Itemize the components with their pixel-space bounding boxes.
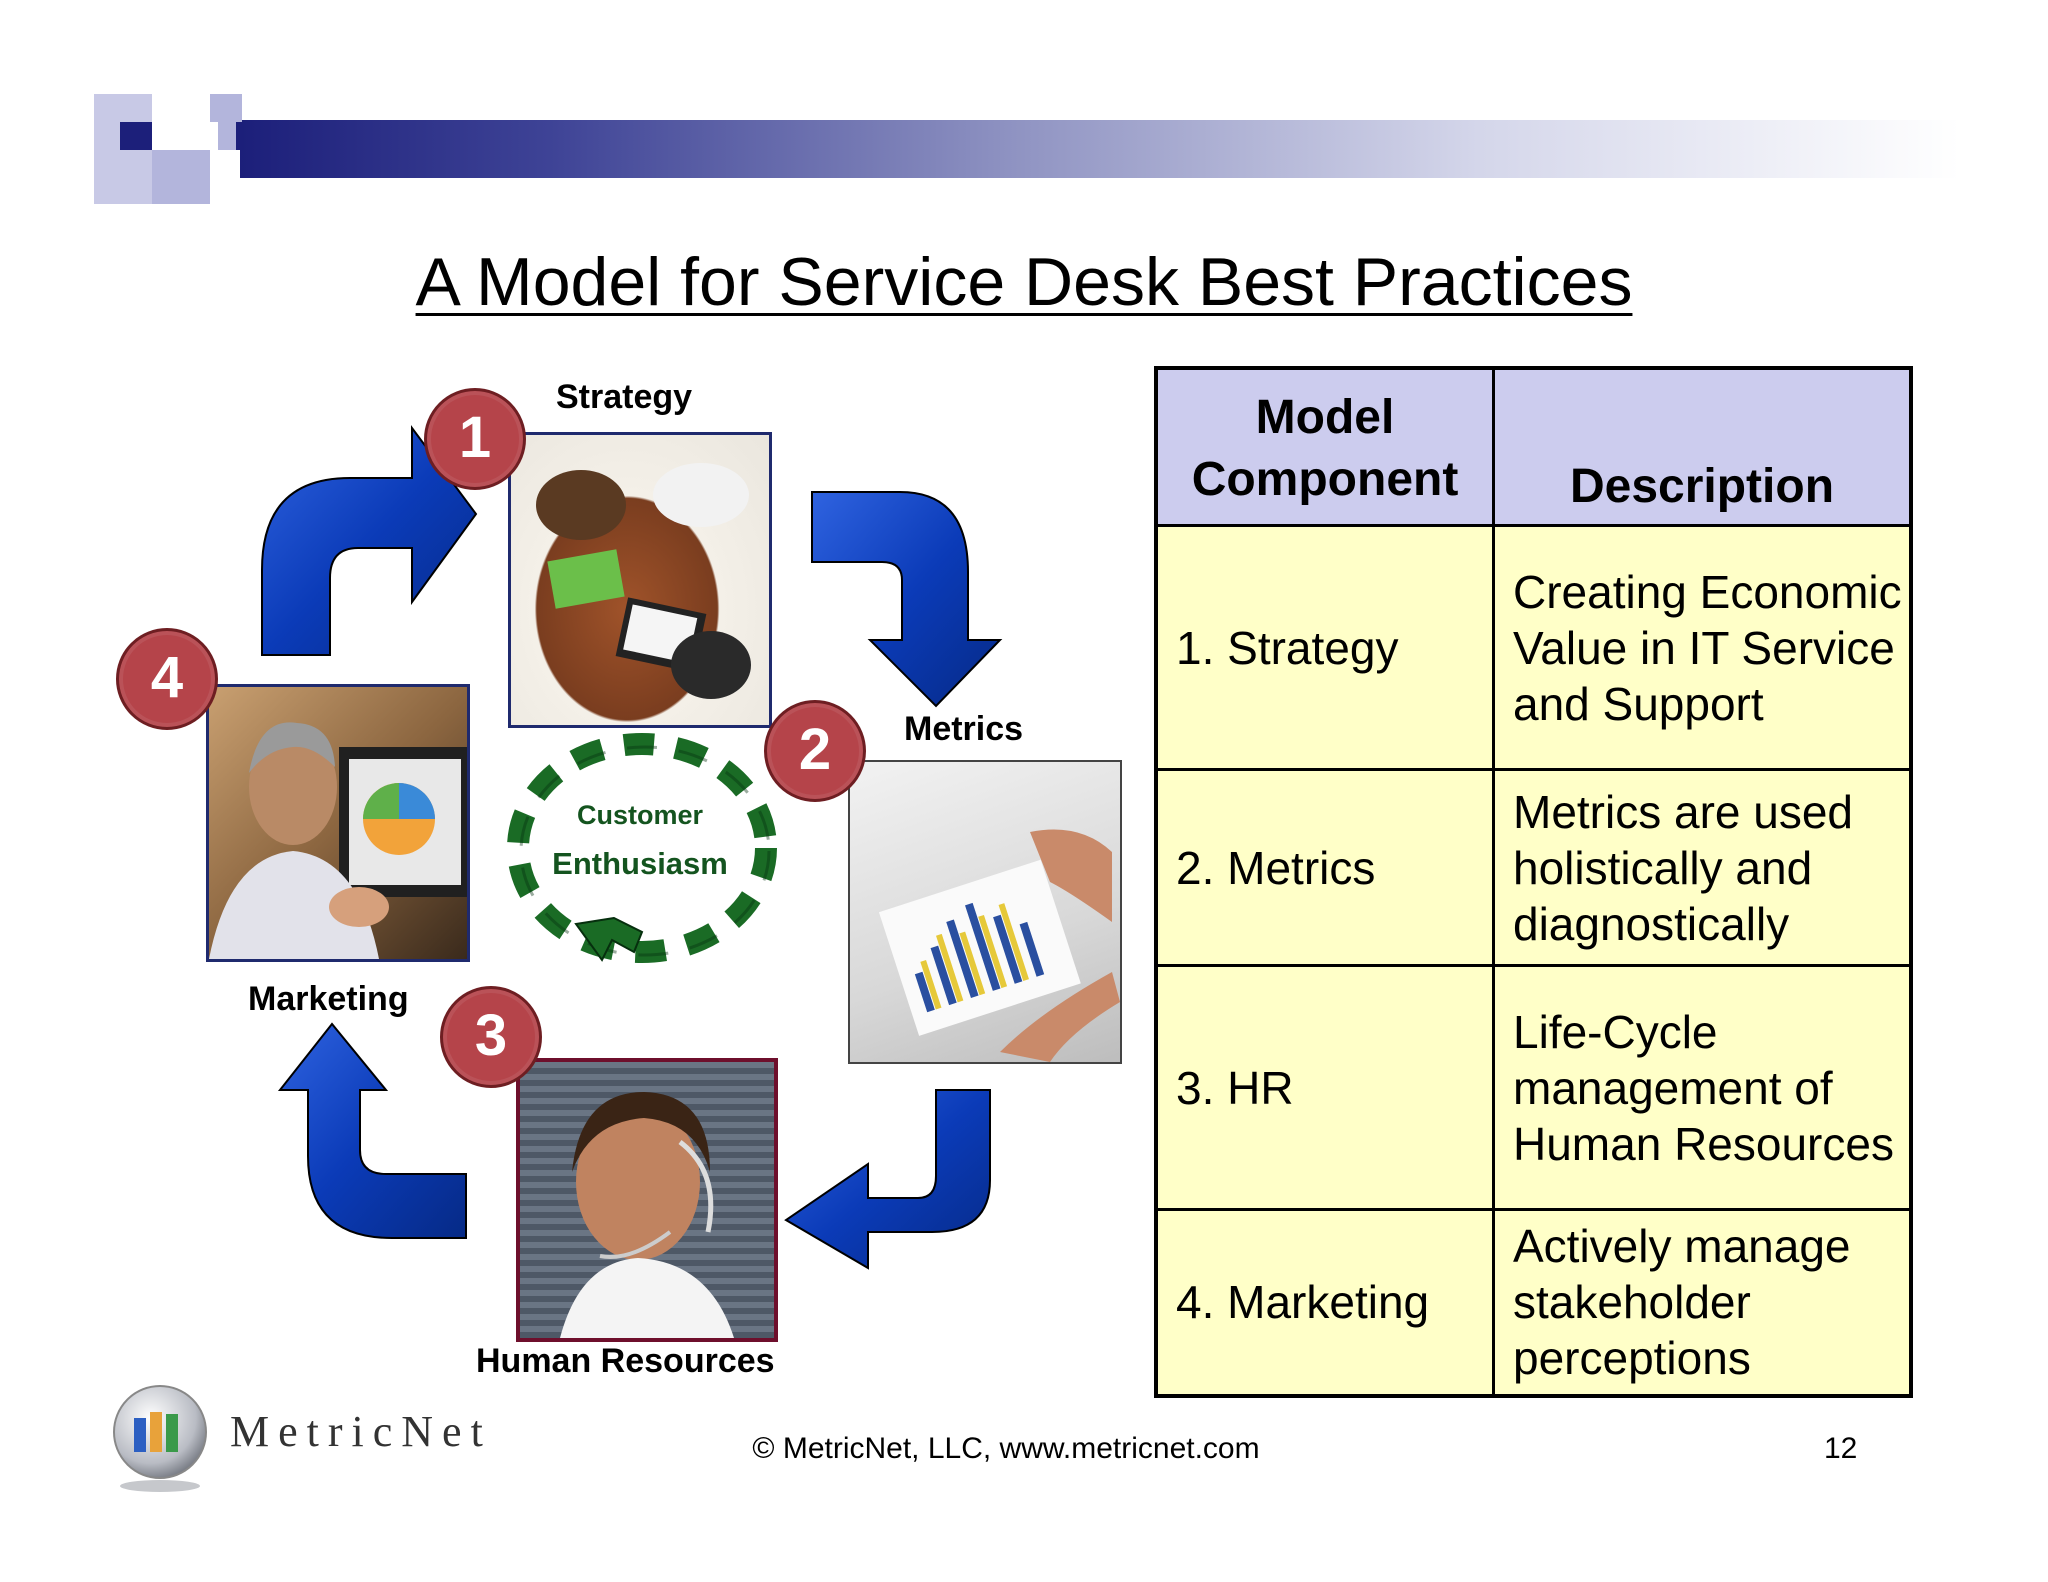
arrow-marketing-to-strategy [261,424,478,656]
header-band [240,120,1960,178]
step-badge-1: 1 [424,388,526,490]
metrics-photo [848,760,1122,1064]
header-model-component: Model Component [1154,366,1495,527]
table-row: 1. Strategy Creating Economic Value in I… [1154,524,1913,771]
marketing-photo [206,684,470,962]
logo-wordmark: MetricNet [230,1407,492,1456]
row-component: 3. HR [1154,964,1495,1211]
cycle-diagram: 1 2 3 4 Strategy Metrics Human Resources… [0,0,1150,1400]
metricnet-logo: MetricNet [112,1384,512,1494]
step-label-marketing: Marketing [248,980,409,1018]
header-description: Description [1492,366,1913,527]
step-label-human-resources: Human Resources [476,1342,775,1380]
ring-arrowhead [574,916,644,962]
step-label-metrics: Metrics [904,710,1024,748]
page-number: 12 [1824,1432,1858,1465]
step-badge-2: 2 [764,700,866,802]
table-row: 3. HR Life-Cycle management of Human Res… [1154,964,1913,1211]
table-header-row: Model Component Description [1154,366,1913,527]
center-label-customer: Customer [576,800,704,830]
customer-enthusiasm-ring [507,733,777,963]
human-resources-photo [516,1058,778,1342]
table-row: 2. Metrics Metrics are used holistically… [1154,768,1913,967]
center-label-enthusiasm: Enthusiasm [552,846,728,881]
slide-title: A Model for Service Desk Best Practices [415,244,1633,320]
row-description: Life-Cycle management of Human Resources [1492,964,1913,1211]
header-squares-decoration [94,94,244,206]
model-component-table: Model Component Description 1. Strategy … [1154,366,1913,1398]
arrow-hr-to-marketing [277,1022,467,1239]
row-description: Actively manage stakeholder perceptions [1492,1208,1913,1397]
table-row: 4. Marketing Actively manage stakeholder… [1154,1208,1913,1397]
step-badge-4: 4 [116,628,218,730]
arrow-strategy-to-metrics [811,491,1003,708]
row-component: 4. Marketing [1154,1208,1495,1397]
bar-chart-globe-icon [113,1385,207,1492]
footer-copyright: © MetricNet, LLC, www.metricnet.com [752,1432,1260,1465]
cycle-arrows [261,424,1003,1270]
row-component: 2. Metrics [1154,768,1495,967]
row-description: Creating Economic Value in IT Service an… [1492,524,1913,771]
row-component: 1. Strategy [1154,524,1495,771]
step-badge-3: 3 [440,986,542,1088]
row-description: Metrics are used holistically and diagno… [1492,768,1913,967]
strategy-photo [508,432,772,728]
arrow-metrics-to-hr [784,1089,991,1270]
step-label-strategy: Strategy [556,378,693,416]
